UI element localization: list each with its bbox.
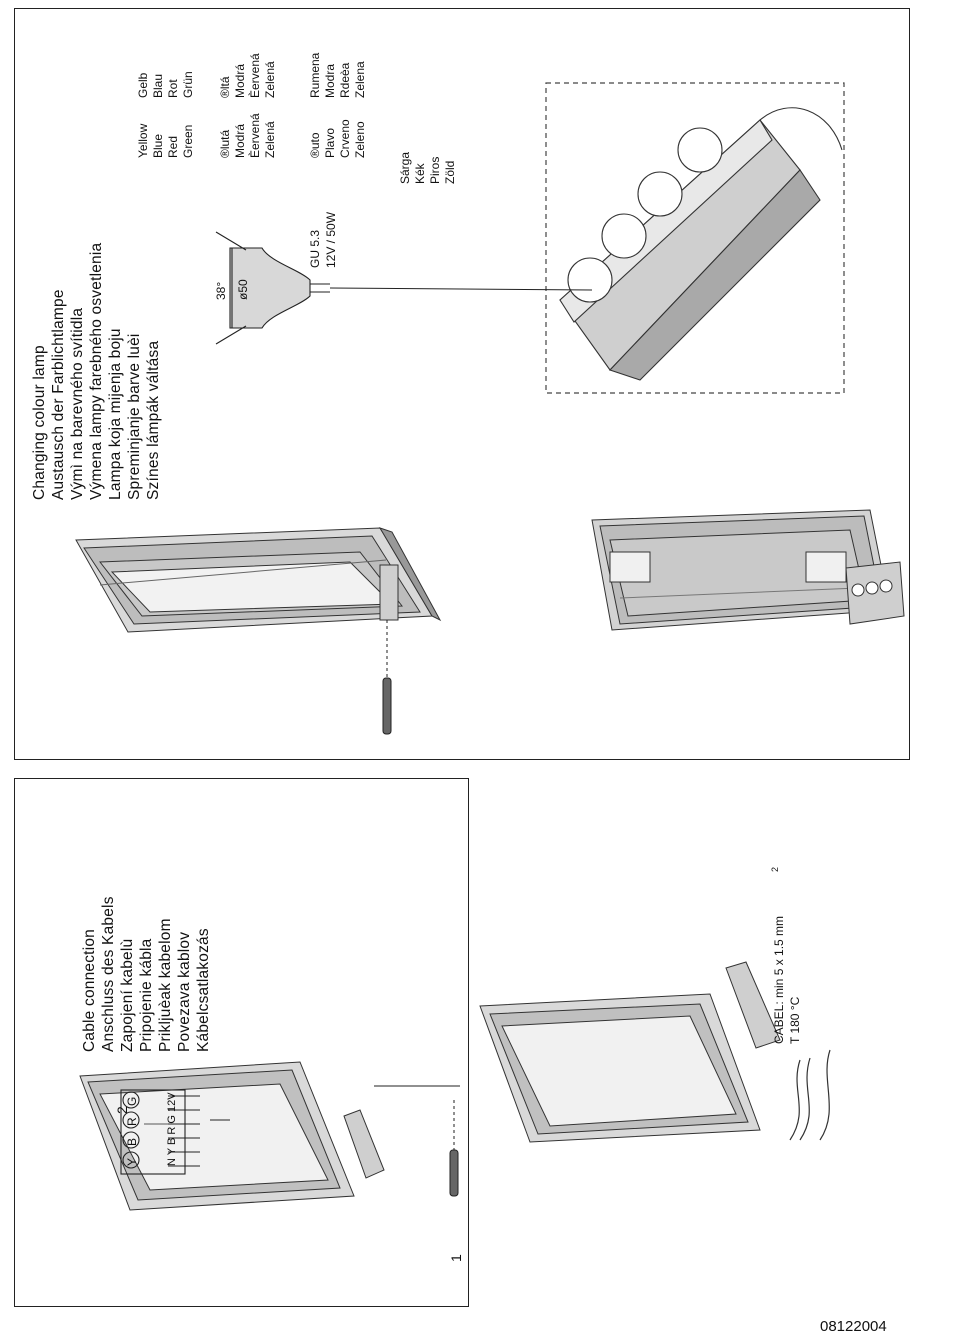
color-en-red: Red bbox=[166, 135, 180, 158]
terminal-label-r: R bbox=[125, 1117, 139, 1126]
lamp-bulb-icon bbox=[215, 231, 330, 345]
color-list-cz: ®lutá Modrá Èervená Zelená bbox=[218, 113, 278, 158]
cable-wires bbox=[789, 1049, 831, 1141]
color-hr-yellow: ®uto bbox=[308, 132, 322, 158]
color-cz-green: Zelená bbox=[263, 121, 277, 158]
color-de-blue: Blau bbox=[151, 73, 165, 98]
color-list-si: Rumena Modra Rdeèa Zelena bbox=[308, 53, 368, 98]
color-list-hr: ®uto Plavo Crveno Zeleno bbox=[308, 119, 368, 158]
color-sk-yellow: ®ltá bbox=[218, 76, 232, 98]
board-illustration-cable bbox=[79, 961, 781, 1211]
board-illustration-top bbox=[75, 527, 442, 633]
cable-title-si: Povezava kablov bbox=[176, 931, 193, 1052]
lamp-title-hu: Színes lámpák váltása bbox=[145, 340, 162, 500]
cable-title-de: Anschluss des Kabels bbox=[100, 896, 117, 1052]
cable-spec-label: CABEL: min 5 x 1.5 mm bbox=[772, 915, 786, 1044]
sub-step-number: 2 bbox=[114, 1106, 130, 1114]
terminal-label-y: Y bbox=[125, 1157, 139, 1166]
color-hu-yellow: Sárga bbox=[398, 151, 412, 184]
screwdriver-cable bbox=[449, 1100, 459, 1197]
terminal-block-diagram bbox=[120, 1089, 230, 1175]
lamp-power-label: 12V / 50W bbox=[324, 211, 338, 268]
screwdriver-top bbox=[382, 620, 392, 735]
color-sk-green: Zelená bbox=[263, 61, 277, 98]
color-hu-blue: Kék bbox=[413, 163, 427, 184]
terminal-label-g: G bbox=[125, 1096, 139, 1106]
board-illustration-mid bbox=[591, 509, 905, 631]
color-cz-yellow: ®lutá bbox=[218, 129, 232, 158]
terminal-block-label: N Y B R G 12V bbox=[166, 1092, 178, 1166]
color-en-blue: Blue bbox=[151, 133, 165, 158]
color-en-green: Green bbox=[181, 124, 195, 158]
color-en-yellow: Yellow bbox=[136, 123, 150, 158]
lamp-title-hr: Lampa koja mijenja boju bbox=[107, 328, 124, 500]
color-cz-blue: Modrá bbox=[233, 123, 247, 158]
color-hr-green: Zeleno bbox=[353, 121, 367, 158]
color-list-de: Gelb Blau Rot Grün bbox=[136, 71, 196, 98]
lamp-pointer bbox=[329, 287, 593, 291]
color-de-yellow: Gelb bbox=[136, 72, 150, 98]
cable-spec-superscript: 2 bbox=[770, 866, 780, 872]
cable-title-cz: Zapojení kabelù bbox=[119, 938, 136, 1052]
cable-connection-panel bbox=[14, 778, 469, 1307]
color-list-hu: Sárga Kék Piros Zöld bbox=[398, 152, 458, 184]
lamp-angle-label: 38° bbox=[214, 281, 228, 300]
lamp-holder-detail bbox=[559, 107, 843, 381]
color-hu-green: Zöld bbox=[443, 160, 457, 184]
lamp-title-si: Spreminjanje barve luèi bbox=[126, 333, 143, 500]
terminal-label-b: B bbox=[125, 1137, 139, 1146]
color-list-sk: ®ltá Modrá Èervená Zelená bbox=[218, 53, 278, 98]
color-de-green: Grün bbox=[181, 71, 195, 98]
color-sk-red: Èervená bbox=[248, 53, 262, 98]
color-cz-red: Èervená bbox=[248, 113, 262, 158]
cable-title-en: Cable connection bbox=[81, 929, 98, 1052]
cable-title-sk: Pripojenie kábla bbox=[138, 938, 155, 1053]
color-si-blue: Modra bbox=[323, 63, 337, 98]
step-number: 1 bbox=[448, 1254, 464, 1262]
color-hr-blue: Plavo bbox=[323, 127, 337, 158]
color-si-yellow: Rumena bbox=[308, 52, 322, 98]
lamp-title-sk: Výmena lampy farebného osvetlenia bbox=[88, 242, 105, 500]
detail-frame bbox=[545, 82, 845, 394]
color-sk-blue: Modrá bbox=[233, 63, 247, 98]
lamp-change-panel bbox=[14, 8, 910, 760]
color-si-green: Zelena bbox=[353, 61, 367, 98]
cable-title-hr: Prikljuèak kabelom bbox=[157, 918, 174, 1052]
lamp-title-cz: Výmì na barevného svítidla bbox=[69, 307, 86, 500]
lamp-section-titles: Changing colour lamp Austausch der Farbl… bbox=[30, 243, 163, 500]
color-hu-red: Piros bbox=[428, 156, 442, 184]
lamp-diameter-label: ø50 bbox=[236, 279, 250, 300]
lamp-type-label: GU 5.3 bbox=[308, 229, 322, 268]
lamp-title-en: Changing colour lamp bbox=[31, 345, 48, 500]
color-si-red: Rdeèa bbox=[338, 62, 352, 98]
cable-temp-label: T 180 °C bbox=[788, 996, 802, 1044]
color-hr-red: Crveno bbox=[338, 119, 352, 158]
lamp-title-de: Austausch der Farblichtlampe bbox=[50, 289, 67, 500]
cable-title-hu: Kábelcsatlakozás bbox=[195, 928, 212, 1052]
cable-section-titles: Cable connection Anschluss des Kabels Za… bbox=[80, 896, 213, 1052]
document-code: 08122004 bbox=[820, 1318, 887, 1335]
color-list-en: Yellow Blue Red Green bbox=[136, 124, 196, 158]
color-de-red: Rot bbox=[166, 79, 180, 98]
